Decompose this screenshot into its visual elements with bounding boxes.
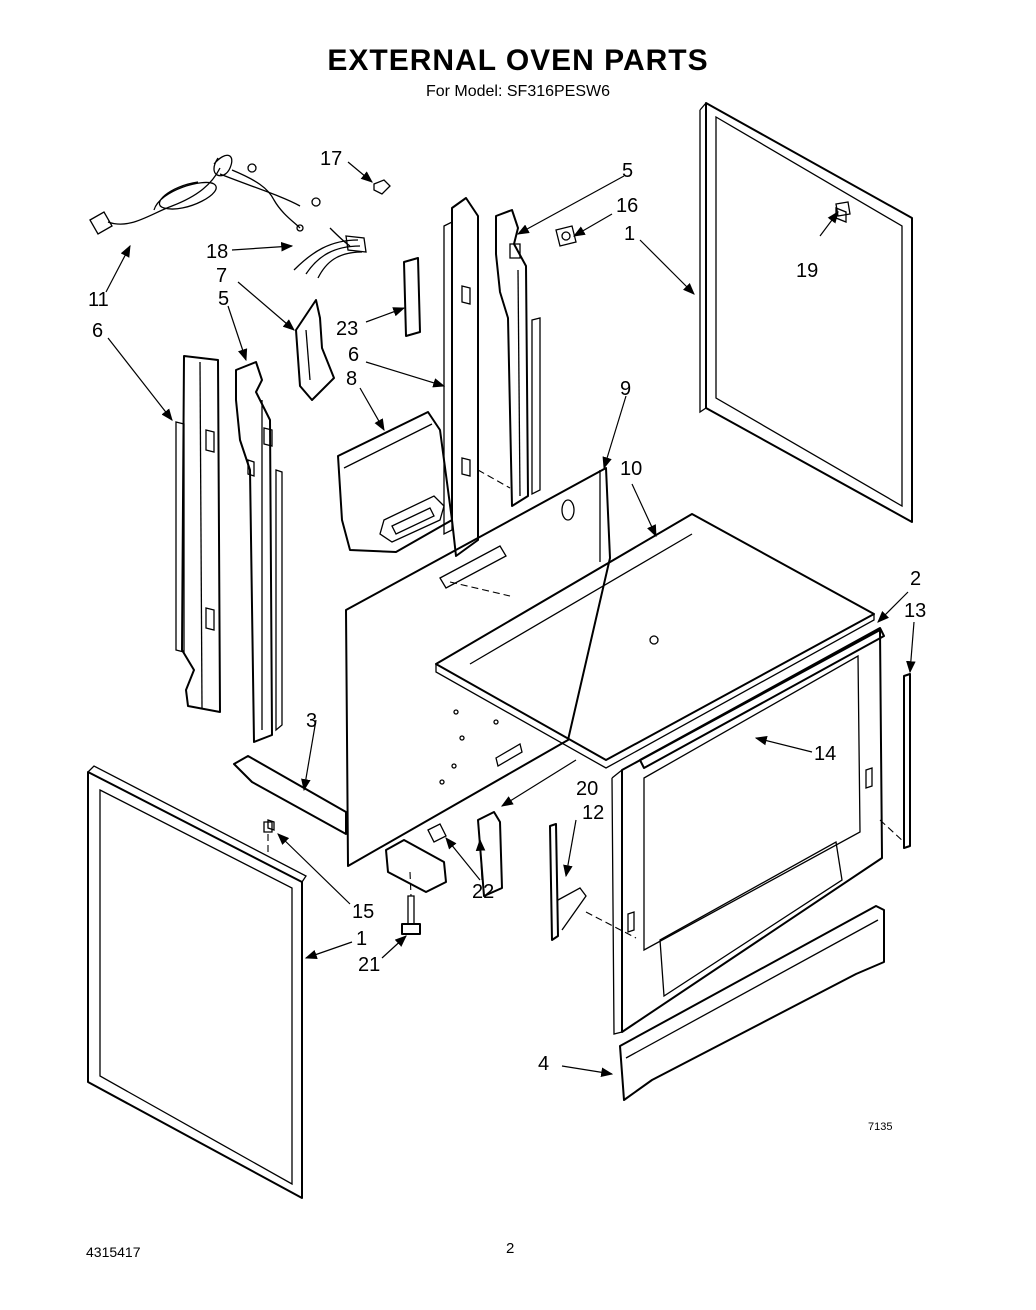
side-rail-left	[175, 355, 221, 713]
callout-23: 23	[336, 318, 358, 340]
callout-20: 20	[576, 778, 598, 800]
wire-harness	[293, 227, 367, 279]
kick-panel-4	[619, 905, 885, 1101]
top-panel-10	[435, 513, 875, 769]
front-frame-2	[611, 629, 883, 1035]
callout-17: 17	[320, 148, 342, 170]
screw-15	[263, 821, 273, 856]
callout-16: 16	[616, 195, 638, 217]
vent-duct-8	[337, 411, 453, 553]
side-panel-bottom-left	[87, 765, 307, 1199]
trim-strip-14	[639, 627, 885, 769]
callout-1-bottom: 1	[356, 928, 367, 950]
callout-18: 18	[206, 241, 228, 263]
hinge-rail-right	[495, 209, 541, 507]
hinge-bracket-12	[549, 823, 637, 941]
leveling-leg-21	[401, 871, 421, 935]
callout-1-top: 1	[624, 223, 635, 245]
model-subtitle: For Model: SF316PESW6	[425, 83, 611, 100]
callout-7: 7	[216, 265, 227, 287]
callout-21: 21	[358, 954, 380, 976]
page-title: EXTERNAL OVEN PARTS	[327, 44, 709, 77]
bottom-rail-3	[233, 755, 347, 835]
page-number: 2	[506, 1240, 515, 1257]
callout-4: 4	[538, 1053, 549, 1075]
callout-11: 11	[88, 289, 109, 311]
clip-17	[373, 179, 391, 195]
callout-labels: 1 1 2 3 4 5 5 6 6 7 8 9 10 11 12 13 14 1…	[88, 148, 926, 1075]
callout-6-left: 6	[92, 320, 103, 342]
clip-22	[385, 823, 447, 893]
bracket-20	[477, 811, 503, 897]
callout-8: 8	[346, 368, 357, 390]
side-panel-top-right	[699, 102, 913, 523]
front-bracket-7	[295, 299, 335, 401]
callout-5-left: 5	[218, 288, 229, 310]
callout-14: 14	[814, 743, 836, 765]
callout-13: 13	[904, 600, 926, 622]
strip-23	[403, 257, 421, 337]
callout-6-center: 6	[348, 344, 359, 366]
document-number: 4315417	[86, 1244, 141, 1260]
back-panel-9	[345, 467, 611, 867]
side-trim-13	[879, 673, 911, 849]
figure-code: 7135	[868, 1121, 893, 1133]
bracket-16	[555, 225, 577, 247]
leader-lines	[105, 161, 916, 1078]
side-rail-center	[443, 197, 511, 557]
callout-3: 3	[306, 710, 317, 732]
callout-9: 9	[620, 378, 631, 400]
callout-22: 22	[472, 881, 494, 903]
callout-2: 2	[910, 568, 921, 590]
callout-5-right: 5	[622, 160, 633, 182]
callout-19: 19	[796, 260, 818, 282]
power-cord	[89, 154, 321, 235]
callout-10: 10	[620, 458, 642, 480]
callout-12: 12	[582, 802, 604, 824]
callout-15: 15	[352, 901, 374, 923]
hinge-rail-left	[235, 361, 283, 743]
